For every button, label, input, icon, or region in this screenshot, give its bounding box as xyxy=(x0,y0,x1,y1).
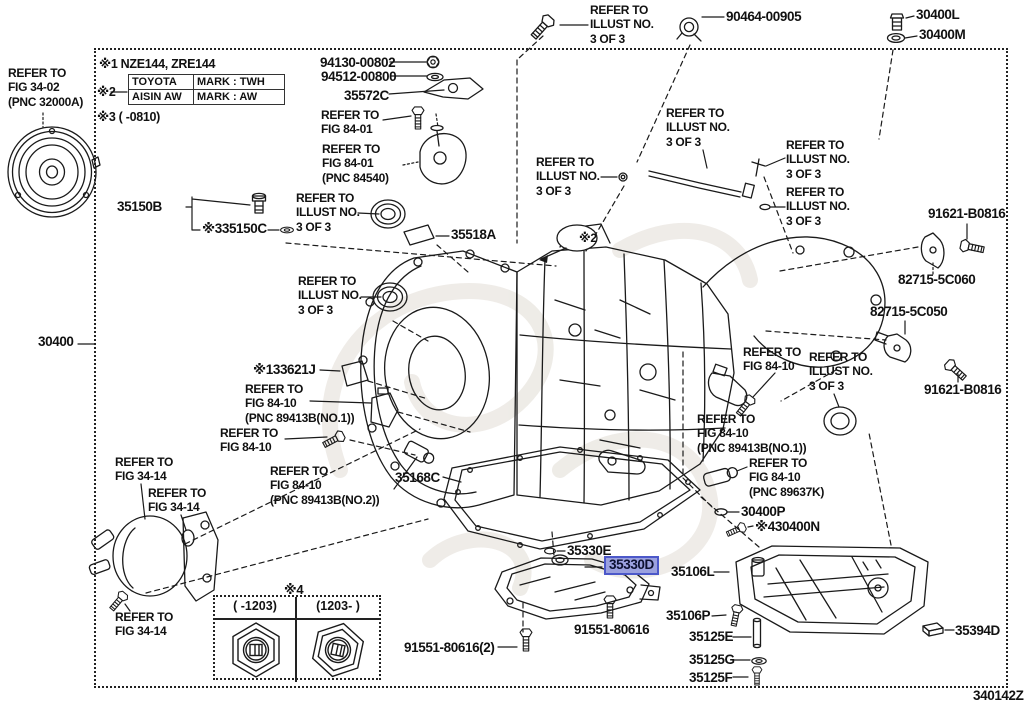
ref-illust-3of3: REFER TO ILLUST NO. 3 OF 3 xyxy=(809,350,873,393)
ref-fig-84-10-pnc-89637k: REFER TO FIG 84-10 (PNC 89637K) xyxy=(749,456,825,499)
part-number-82715-5c050[interactable]: 82715-5C050 xyxy=(870,304,948,319)
oil-strainer-drawing xyxy=(494,554,661,620)
part-number-82715-5c060[interactable]: 82715-5C060 xyxy=(898,272,976,287)
legend-mark: MARK : AW xyxy=(197,91,258,103)
part-number-30400l[interactable]: 30400L xyxy=(916,7,960,22)
part-number-33621j[interactable]: ※133621J xyxy=(253,362,316,377)
part-number-30400n[interactable]: ※430400N xyxy=(755,519,820,534)
gasket-icon xyxy=(886,32,906,44)
ref-fig-84-10: REFER TO FIG 84-10 xyxy=(220,426,279,455)
legend-mark: MARK : TWH xyxy=(197,76,265,88)
ref-illust-3of3: REFER TO ILLUST NO. 3 OF 3 xyxy=(786,185,850,228)
part-number-94130-00802[interactable]: 94130-00802 xyxy=(320,55,396,70)
ref-illust-3of3: REFER TO ILLUST NO. 3 OF 3 xyxy=(666,106,730,149)
ref-fig-84-10-no1: REFER TO FIG 84-10 (PNC 89413B(NO.1)) xyxy=(697,412,807,455)
part-number-35125e[interactable]: 35125E xyxy=(689,629,734,644)
ref-fig-84-01: REFER TO FIG 84-01 xyxy=(321,108,380,137)
diagram-frame xyxy=(94,48,1008,688)
dotted-leader-lines xyxy=(42,112,934,275)
hex-plug-icon xyxy=(309,618,367,682)
part-number-91621-b0816[interactable]: 91621-B0816 xyxy=(924,382,1002,397)
part-number-91551-80616[interactable]: 91551-80616 xyxy=(574,622,650,637)
solenoid-assembly-drawing xyxy=(88,511,219,602)
ref-illust-3of3: REFER TO ILLUST NO. 3 OF 3 xyxy=(590,3,654,46)
hex-plug-icon xyxy=(232,622,280,678)
part-number-30400m[interactable]: 30400M xyxy=(919,27,966,42)
part-number-35150b[interactable]: 35150B xyxy=(117,199,162,214)
ref-fig-84-10-no2: REFER TO FIG 84-10 (PNC 89413B(NO.2)) xyxy=(270,464,380,507)
note-1: ※1 NZE144, ZRE144 xyxy=(99,57,216,71)
part-number-35106l[interactable]: 35106L xyxy=(671,564,715,579)
revision-table: ( -1203) (1203- ) xyxy=(213,595,381,682)
leader-lines xyxy=(77,15,968,678)
ref-fig-34-14: REFER TO FIG 34-14 xyxy=(148,486,207,515)
revision-range-late: (1203- ) xyxy=(316,599,360,613)
part-number-35168c[interactable]: 35168C xyxy=(395,470,440,485)
note2-balloon xyxy=(539,224,598,263)
legend-maker: TOYOTA xyxy=(129,75,194,89)
part-number-35394d[interactable]: 35394D xyxy=(955,623,1000,638)
part-number-94512-00800[interactable]: 94512-00800 xyxy=(321,69,397,84)
mark-legend-table: TOYOTA MARK : TWH AISIN AW MARK : AW xyxy=(128,74,285,105)
ref-illust-3of3: REFER TO ILLUST NO. 3 OF 3 xyxy=(296,191,360,234)
oil-pan-drawing xyxy=(735,545,929,635)
plug-mark-early xyxy=(215,620,297,682)
ref-fig-84-10: REFER TO FIG 84-10 xyxy=(743,345,802,374)
ref-illust-3of3: REFER TO ILLUST NO. 3 OF 3 xyxy=(298,274,362,317)
revision-range-early: ( -1203) xyxy=(215,597,297,618)
part-number-35125g[interactable]: 35125G xyxy=(689,652,735,667)
ref-illust-3of3: REFER TO ILLUST NO. 3 OF 3 xyxy=(786,138,850,181)
ref-fig-34-14: REFER TO FIG 34-14 xyxy=(115,610,174,639)
plug-icon xyxy=(889,13,905,31)
part-number-30400p[interactable]: 30400P xyxy=(741,504,786,519)
part-number-35150c[interactable]: ※335150C xyxy=(202,221,267,236)
part-number-91621-b0816[interactable]: 91621-B0816 xyxy=(928,206,1006,221)
part-number-35518a[interactable]: 35518A xyxy=(451,227,496,242)
legend-maker: AISIN AW xyxy=(129,90,194,104)
part-number-35330d-highlighted[interactable]: 35330D xyxy=(604,556,659,576)
torque-converter-drawing xyxy=(7,126,101,218)
part-number-35125f[interactable]: 35125F xyxy=(689,670,733,685)
part-number-91551-80616-x2[interactable]: 91551-80616(2) xyxy=(404,640,495,655)
ref-illust-3of3: REFER TO ILLUST NO. 3 OF 3 xyxy=(536,155,600,198)
ref-fig-34-14: REFER TO FIG 34-14 xyxy=(115,455,174,484)
part-number-35330e[interactable]: 35330E xyxy=(567,543,612,558)
note-2: ※2 xyxy=(97,85,116,99)
plug-mark-late xyxy=(297,618,379,682)
clamp-icon xyxy=(676,17,702,42)
transaxle-drawing xyxy=(341,77,945,550)
note-balloon-2: ※2 xyxy=(579,231,597,245)
ref-fig-84-01-pnc-84540: REFER TO FIG 84-01 (PNC 84540) xyxy=(322,142,389,185)
note-4: ※4 xyxy=(284,582,304,597)
part-number-35106p[interactable]: 35106P xyxy=(666,608,711,623)
note-3: ※3 ( -0810) xyxy=(97,110,161,124)
part-number-30400[interactable]: 30400 xyxy=(38,334,74,349)
ref-fig-34-02: REFER TO FIG 34-02 (PNC 32000A) xyxy=(8,66,84,109)
part-number-90464-00905[interactable]: 90464-00905 xyxy=(726,9,802,24)
ref-fig-84-10-no1: REFER TO FIG 84-10 (PNC 89413B(NO.1)) xyxy=(245,382,355,425)
drawing-number: 340142Z xyxy=(973,688,1024,703)
part-number-35572c[interactable]: 35572C xyxy=(344,88,389,103)
